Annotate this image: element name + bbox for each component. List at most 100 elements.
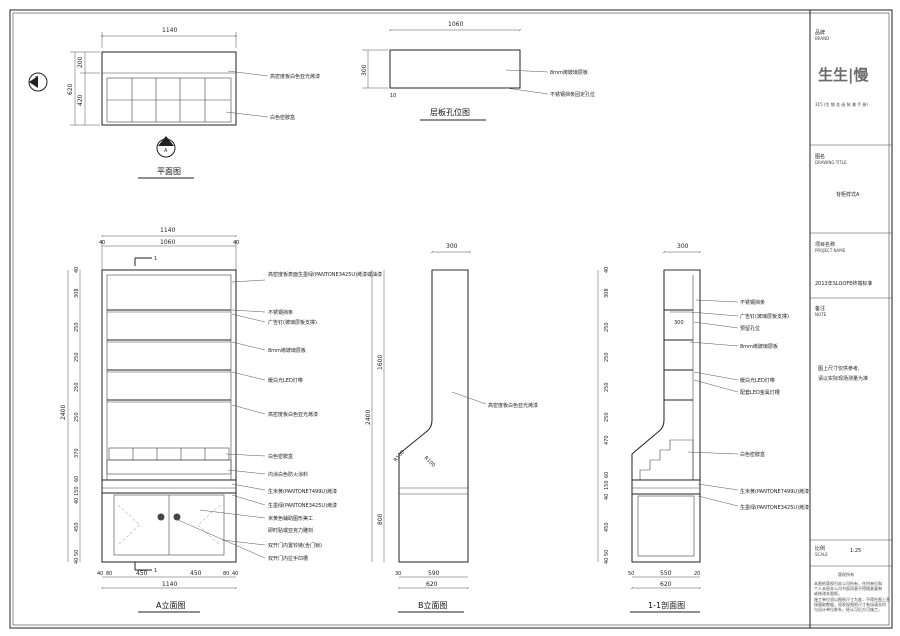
drawing-title: 背柜样式A — [836, 191, 860, 198]
front-callout-label: 双开门内置铰链(含门锁) — [268, 542, 322, 549]
plan-bottom-depth-dim: 420 — [77, 94, 84, 106]
svg-text:470: 470 — [604, 435, 610, 445]
front-title: A立面图 — [156, 600, 185, 610]
svg-text:250: 250 — [604, 322, 610, 332]
svg-text:40: 40 — [604, 494, 610, 500]
section-view: 300 300 40 308 250 250 250 250 470 60 15… — [597, 243, 809, 613]
notes-label-en: NOTE — [815, 312, 827, 317]
scale-label-en: SCALE — [815, 552, 828, 557]
inner-frame — [12, 12, 890, 626]
front-callout-label: 生米黄(PANTONE7499U)烤漆 — [268, 488, 337, 495]
section-callout-label: 广告钉(玻璃层板支撑) — [740, 313, 789, 320]
svg-text:250: 250 — [604, 412, 610, 422]
side-upper-dim: 1600 — [377, 355, 384, 370]
svg-text:40: 40 — [604, 267, 610, 273]
plan-total-depth-dim: 620 — [67, 83, 74, 95]
section-glass-shelves — [664, 309, 693, 401]
svg-text:150: 150 — [604, 480, 610, 490]
front-callout-label: 双开门内拉手凹槽 — [268, 555, 308, 562]
side-lower-dim: 800 — [377, 513, 384, 525]
svg-text:50: 50 — [74, 550, 80, 556]
copyright-line: 与设计单位联系，经认可后方可施工。 — [814, 606, 882, 612]
front-callout-label: 米黄色辅助图形美工 — [268, 515, 313, 522]
svg-text:250: 250 — [604, 382, 610, 392]
hole-position-view: 1060 300 10 8mm烤玻璃层板 不锈钢挡条固定孔位 层板孔位图 — [361, 21, 595, 121]
brand-label-en: BRAND — [815, 36, 829, 41]
drawing-title-label: 图名 — [815, 153, 825, 160]
note-line-2: 请以实际现场测量为准 — [818, 375, 868, 382]
svg-text:40: 40 — [74, 498, 80, 504]
section-callout-label: 白色密胺盒 — [740, 451, 765, 458]
front-glass-shelves — [107, 309, 231, 403]
svg-text:40: 40 — [74, 558, 80, 564]
front-callout-label: 高密度板白色亚光烤漆 — [268, 411, 318, 418]
front-callout-label: 不锈钢挡条 — [268, 309, 293, 316]
svg-text:80: 80 — [223, 571, 229, 577]
side-bottom-dim: 30 — [395, 571, 401, 577]
svg-text:250: 250 — [604, 352, 610, 362]
front-total-height-dim: 2400 — [60, 405, 67, 420]
section-top-dim: 300 — [677, 243, 689, 250]
svg-text:40: 40 — [74, 267, 80, 273]
front-top-dim: 1060 — [160, 239, 175, 246]
outer-frame — [9, 9, 893, 629]
front-height-dims: 40 308 250 250 250 250 370 60 150 40 450… — [74, 267, 80, 564]
svg-text:250: 250 — [74, 322, 80, 332]
side-material-label: 高密度板白色亚光烤漆 — [488, 402, 538, 409]
svg-text:250: 250 — [74, 412, 80, 422]
plan-title: 平面图 — [157, 167, 181, 176]
svg-text:370: 370 — [74, 448, 80, 458]
hole-depth-dim: 300 — [361, 64, 368, 76]
side-title: B立面图 — [418, 600, 448, 610]
hole-panel-outline — [389, 49, 521, 89]
front-callout-label: 白色密胺盒 — [268, 453, 293, 460]
svg-text:450: 450 — [190, 570, 202, 577]
note-line-1: 图上尺寸仅供参考, — [818, 365, 860, 372]
copyright-title: 版权所有 — [838, 571, 854, 577]
svg-text:450: 450 — [74, 522, 80, 532]
front-doors — [113, 494, 225, 556]
plan-box-label: 白色密胺盒 — [270, 114, 295, 121]
front-width-dim: 1140 — [160, 227, 175, 234]
hole-glass-label: 8mm烤玻璃层板 — [550, 69, 588, 76]
section-callout-label: 配套LED金属灯槽 — [740, 389, 780, 396]
section-title: 1-1剖面图 — [648, 600, 685, 610]
section-callout-label: 生米黄(PANTONE7499U)烤漆 — [740, 488, 809, 495]
front-bottom-total-dim: 1140 — [162, 581, 177, 588]
front-callout-label: 广告钉(玻璃层板支撑) — [268, 319, 317, 326]
scale-label: 比例 — [815, 545, 825, 552]
section-callout-label: 8mm烤玻璃层板 — [740, 343, 778, 350]
section-callout-label: 预留孔位 — [740, 325, 760, 332]
section-door — [637, 495, 695, 557]
notes-label: 备注 — [815, 305, 825, 312]
front-elevation: 1140 40 1060 40 1 1 — [60, 227, 382, 613]
front-callout-label: 8mm烤玻璃层板 — [268, 347, 306, 354]
brand-subtitle: 315 (生 铺 花 画 装 潢 手 册) — [815, 101, 868, 107]
section-bottom-total-dim: 620 — [660, 581, 672, 588]
side-bottom-total-dim: 620 — [426, 581, 438, 588]
front-bottom-dims: 40 80 450 450 80 40 — [97, 570, 238, 577]
svg-text:80: 80 — [106, 571, 112, 577]
section-callouts: 不锈钢挡条 广告钉(玻璃层板支撑) 预留孔位 8mm烤玻璃层板 暖白光LED灯带… — [687, 299, 809, 511]
side-bottom-dim: 590 — [428, 570, 440, 577]
project-name: 2013年SLOOFE终端标准 — [815, 280, 872, 287]
copyright-line: 个人未经本公司书面同意不得随意复制 — [814, 585, 882, 591]
side-radius-2: R100 — [423, 455, 436, 468]
front-callout-label: 高密度板表面生墨绿(PANTONE3425U)烤漆或油漆 — [268, 271, 382, 278]
svg-text:40: 40 — [232, 571, 238, 577]
svg-text:450: 450 — [604, 522, 610, 532]
side-elevation: 300 2400 1600 800 R100 R100 高密度板白色亚光烤漆 3… — [365, 243, 538, 613]
svg-text:308: 308 — [74, 288, 80, 298]
project-label-en: PROJECT NAME — [815, 248, 846, 253]
svg-text:250: 250 — [74, 382, 80, 392]
hole-width-dim: 1060 — [448, 21, 463, 28]
hole-offset-dim: 10 — [390, 93, 396, 99]
front-callout-label: 暖白光LED灯带 — [268, 377, 303, 384]
hole-steel-label: 不锈钢挡条固定孔位 — [550, 91, 595, 98]
svg-text:450: 450 — [136, 570, 148, 577]
plan-width-dim: 1140 — [162, 27, 177, 34]
section-callout-label: 生墨绿(PANTONE3425U)烤漆 — [740, 504, 809, 511]
section-box-steps — [639, 439, 694, 481]
svg-text:250: 250 — [74, 352, 80, 362]
